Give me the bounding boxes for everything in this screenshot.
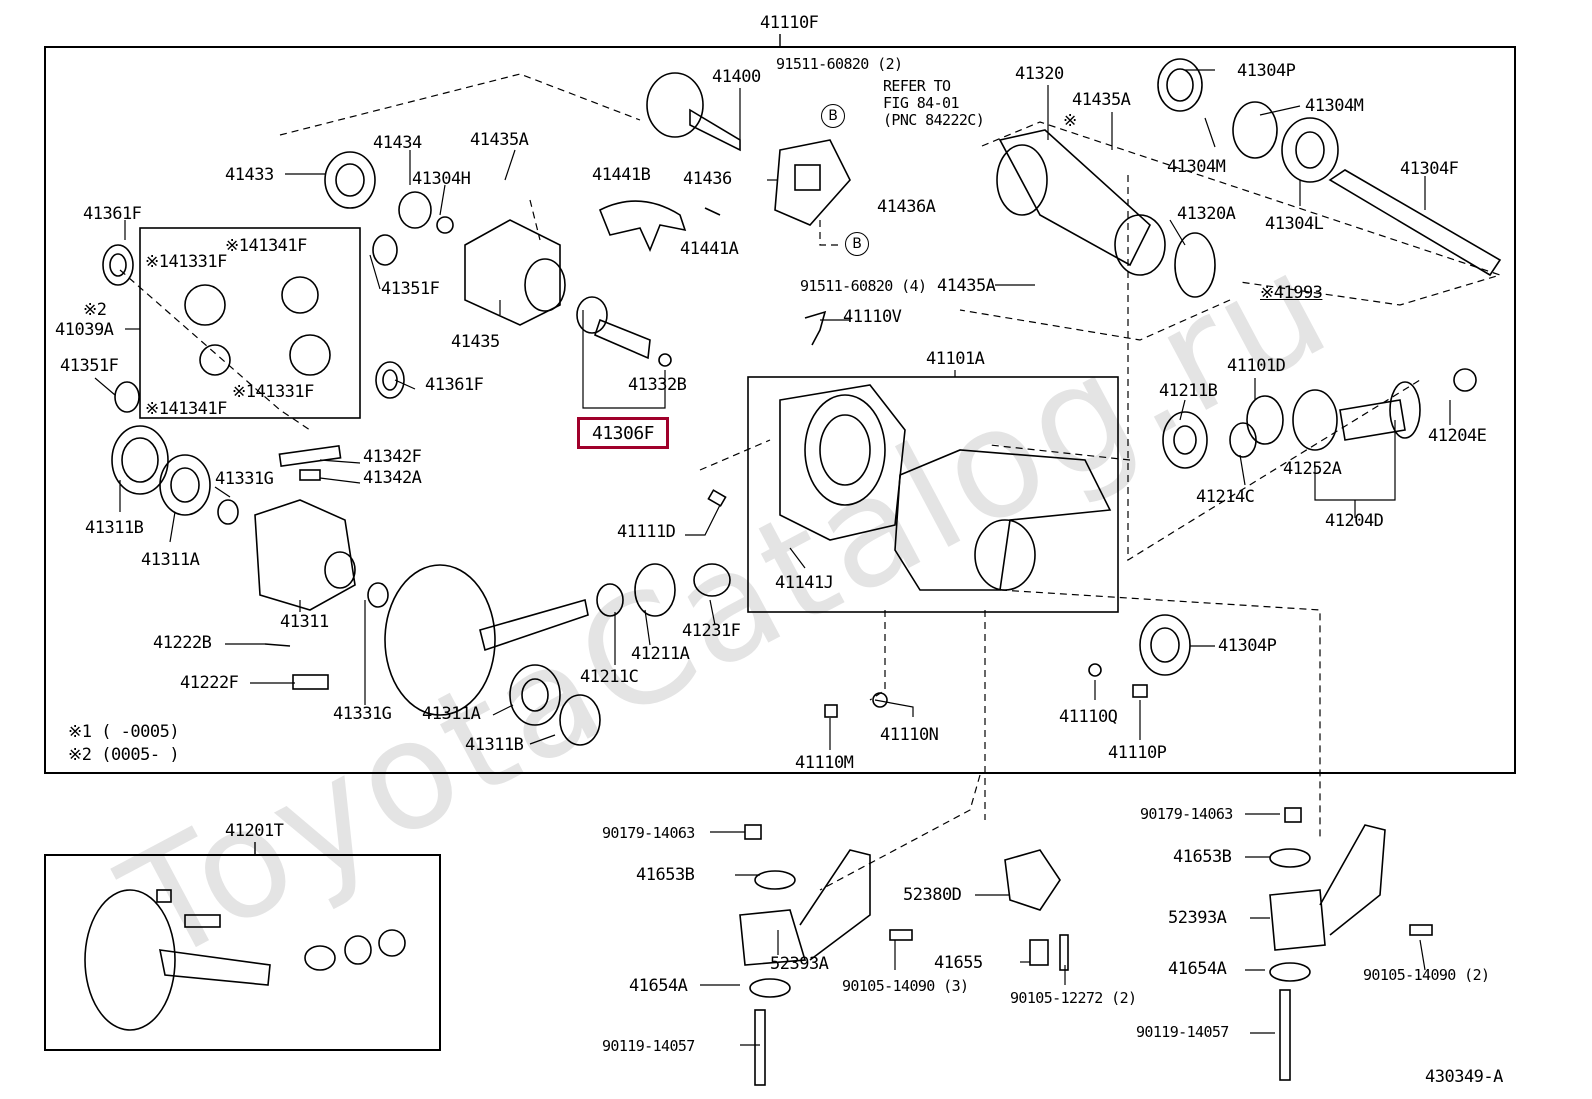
diff-gear-box [139,227,361,419]
part-label[interactable]: ※141341F [145,399,227,419]
case-box [747,376,1119,613]
part-label[interactable]: 41434 [373,133,422,153]
part-label[interactable]: 41436A [877,197,936,217]
part-label[interactable]: 41320A [1177,204,1236,224]
ref-marker-b-top: B [821,104,845,128]
part-label[interactable]: 41441A [680,239,739,259]
part-label[interactable]: 41435A [470,130,529,150]
part-label[interactable]: ※141331F [232,382,314,402]
part-label[interactable]: 91511-60820 (2) [776,55,903,73]
part-label[interactable]: 41304H [412,169,471,189]
part-label[interactable]: 41222F [180,673,239,693]
part-label[interactable]: 41101A [926,349,985,369]
part-label[interactable]: 41204E [1428,426,1487,446]
part-label[interactable]: 41351F [381,279,440,299]
part-label[interactable]: 41110N [880,725,939,745]
sub-assembly-title: 41201T [225,821,284,841]
part-label[interactable]: 52393A [770,954,829,974]
part-label[interactable]: 41320 [1015,64,1064,84]
part-label[interactable]: 41654A [1168,959,1227,979]
part-label[interactable]: 41039A [55,320,114,340]
part-label[interactable]: 41110P [1108,743,1167,763]
part-label[interactable]: 41351F [60,356,119,376]
assembly-title: 41110F [760,13,819,33]
highlighted-part-41306F[interactable]: 41306F [577,417,669,449]
part-label[interactable]: 41655 [934,953,983,973]
part-label[interactable]: 90119-14057 [1136,1023,1229,1041]
part-label[interactable]: 41304P [1237,61,1296,81]
part-label[interactable]: 90179-14063 [602,824,695,842]
part-label[interactable]: 41361F [83,204,142,224]
part-label[interactable]: ※ [1063,111,1077,131]
legend-line-1: ※1 ( -0005) [68,722,180,742]
part-label[interactable]: 41332B [628,375,687,395]
refer-note-line-1: REFER TO [883,77,951,95]
part-label[interactable]: 91511-60820 (4) [800,277,927,295]
part-label[interactable]: 41435A [1072,90,1131,110]
part-label[interactable]: 41231F [682,621,741,641]
part-label[interactable]: ※2 [83,300,107,320]
part-label[interactable]: ※141341F [225,236,307,256]
part-label[interactable]: 41110V [843,307,902,327]
part-label[interactable]: 41441B [592,165,651,185]
part-label[interactable]: 41342F [363,447,422,467]
part-label[interactable]: 41222B [153,633,212,653]
part-label[interactable]: 41211B [1159,381,1218,401]
part-label[interactable]: 41653B [1173,847,1232,867]
part-label[interactable]: 41110Q [1059,707,1118,727]
inner-frame [44,854,441,1051]
part-label[interactable]: ※41993 [1260,283,1323,303]
part-label[interactable]: 41435 [451,332,500,352]
part-label[interactable]: 90105-12272 (2) [1010,989,1137,1007]
part-label[interactable]: 52380D [903,885,962,905]
part-label[interactable]: 41211A [631,644,690,664]
part-label[interactable]: 41433 [225,165,274,185]
part-label[interactable]: 41311A [141,550,200,570]
figure-code: 430349-A [1425,1067,1503,1087]
part-label[interactable]: 41111D [617,522,676,542]
part-label[interactable]: 90105-14090 (3) [842,977,969,995]
part-label[interactable]: 41101D [1227,356,1286,376]
part-label[interactable]: 41141J [775,573,834,593]
part-label[interactable]: 41304L [1265,214,1324,234]
part-label[interactable]: 41435A [937,276,996,296]
part-label[interactable]: 41304P [1218,636,1277,656]
part-label[interactable]: 41361F [425,375,484,395]
part-label[interactable]: 41304M [1305,96,1364,116]
part-label[interactable]: 41214C [1196,487,1255,507]
part-label[interactable]: 90179-14063 [1140,805,1233,823]
ref-marker-b-bottom: B [845,232,869,256]
part-label[interactable]: 41252A [1283,459,1342,479]
part-label[interactable]: 41331G [333,704,392,724]
part-label[interactable]: 41304F [1400,159,1459,179]
part-label[interactable]: 41311 [280,612,329,632]
part-label[interactable]: 41654A [629,976,688,996]
part-label[interactable]: 41311B [85,518,144,538]
part-label[interactable]: 41653B [636,865,695,885]
part-label[interactable]: 41342A [363,468,422,488]
part-label[interactable]: 52393A [1168,908,1227,928]
part-label[interactable]: 41304M [1167,157,1226,177]
part-label[interactable]: 41110M [795,753,854,773]
part-label[interactable]: ※141331F [145,252,227,272]
part-label[interactable]: 41311A [422,704,481,724]
part-label[interactable]: 41331G [215,469,274,489]
part-label[interactable]: 90119-14057 [602,1037,695,1055]
refer-note-line-2: FIG 84-01 [883,94,959,112]
part-label[interactable]: 41204D [1325,511,1384,531]
part-label[interactable]: 90105-14090 (2) [1363,966,1490,984]
part-shapes [84,58,1502,1086]
part-label[interactable]: 41400 [712,67,761,87]
part-label[interactable]: 41311B [465,735,524,755]
refer-note-line-3: (PNC 84222C) [883,111,985,129]
part-label[interactable]: 41436 [683,169,732,189]
legend-line-2: ※2 (0005- ) [68,745,180,765]
part-label[interactable]: 41211C [580,667,639,687]
